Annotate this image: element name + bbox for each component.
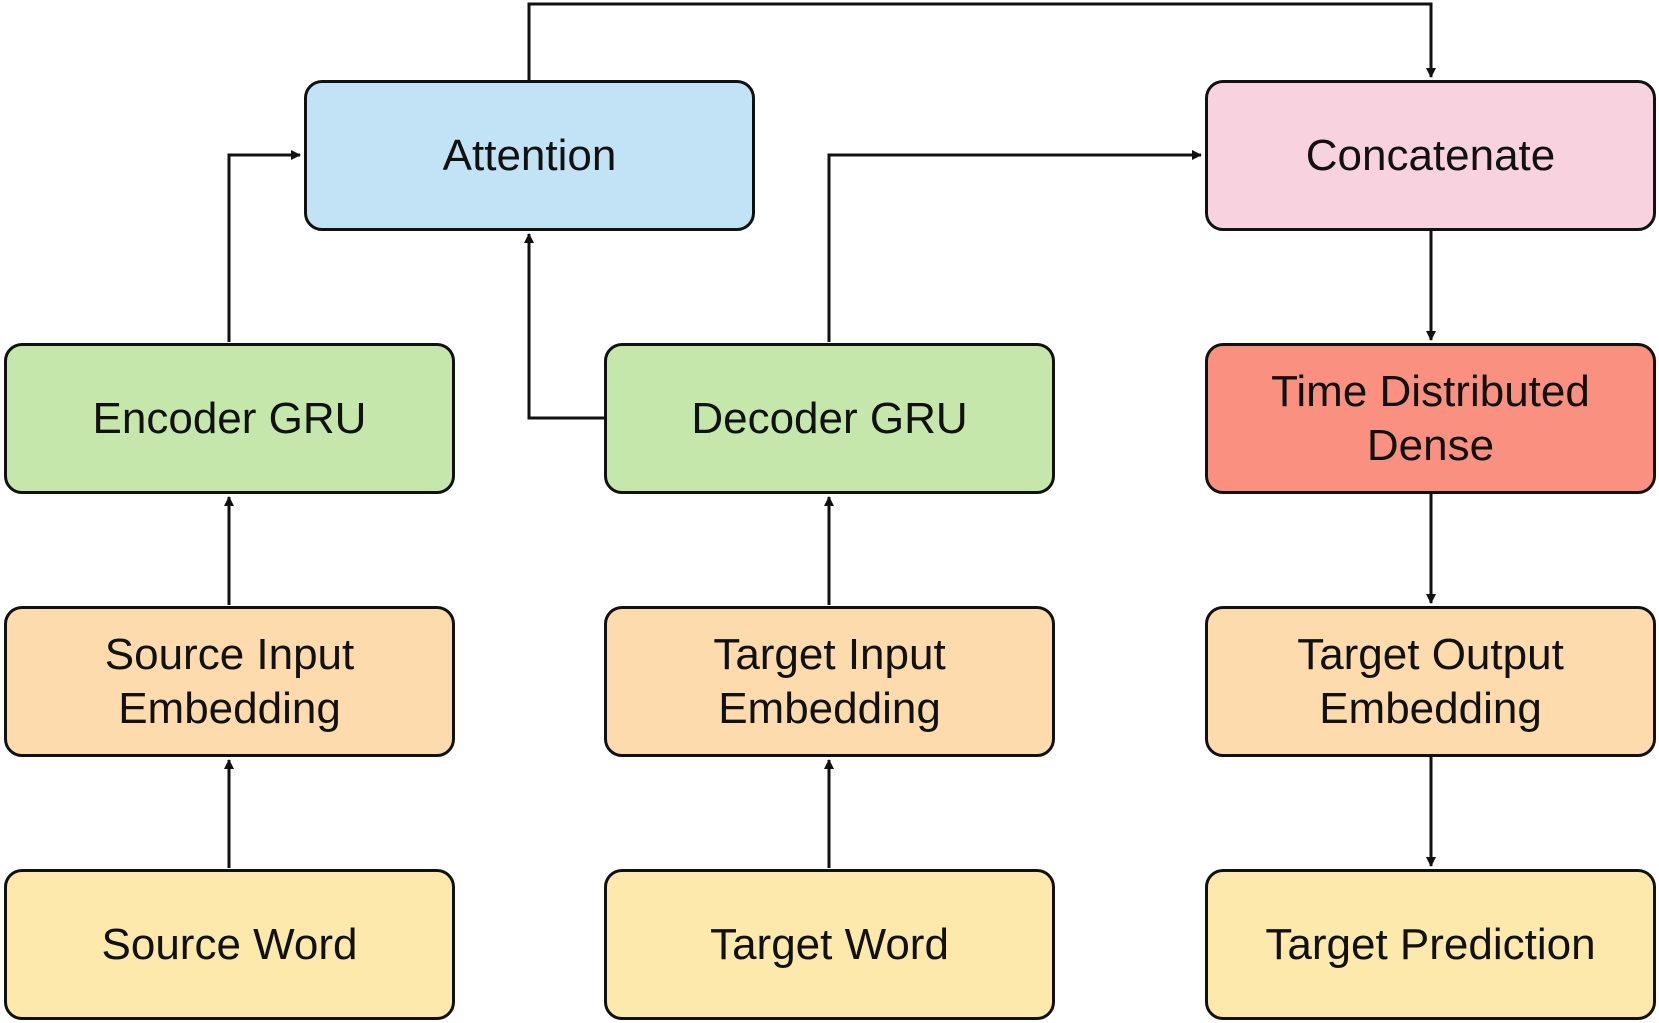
source-word-label: Source Word (101, 919, 358, 969)
target-input-embedding-node: Target Input Embedding (604, 606, 1055, 757)
source-input-embedding-label: Source Input Embedding (104, 629, 355, 733)
decoder-gru-label: Decoder GRU (691, 393, 968, 443)
edge-decoder-gru-to-attention (524, 233, 604, 420)
target-prediction-node: Target Prediction (1205, 869, 1656, 1020)
edge-attention-to-concatenate (527, 2, 1436, 80)
concatenate-node: Concatenate (1205, 80, 1656, 231)
decoder-gru-node: Decoder GRU (604, 343, 1055, 494)
source-word-node: Source Word (4, 869, 455, 1020)
edge-decoder-gru-to-concatenate (827, 150, 1202, 342)
attention-node: Attention (304, 80, 755, 231)
time-distributed-dense-node: Time Distributed Dense (1205, 343, 1656, 494)
concatenate-label: Concatenate (1305, 130, 1556, 180)
target-word-node: Target Word (604, 869, 1055, 1020)
time-distributed-dense-label: Time Distributed Dense (1271, 366, 1590, 470)
attention-label: Attention (442, 130, 617, 180)
encoder-gru-node: Encoder GRU (4, 343, 455, 494)
encoder-gru-label: Encoder GRU (92, 393, 367, 443)
target-output-embedding-label: Target Output Embedding (1297, 629, 1564, 733)
edge-encoder-gru-to-attention (227, 150, 301, 342)
target-word-label: Target Word (710, 919, 949, 969)
target-output-embedding-node: Target Output Embedding (1205, 606, 1656, 757)
target-prediction-label: Target Prediction (1265, 919, 1596, 969)
source-input-embedding-node: Source Input Embedding (4, 606, 455, 757)
target-input-embedding-label: Target Input Embedding (713, 629, 946, 733)
